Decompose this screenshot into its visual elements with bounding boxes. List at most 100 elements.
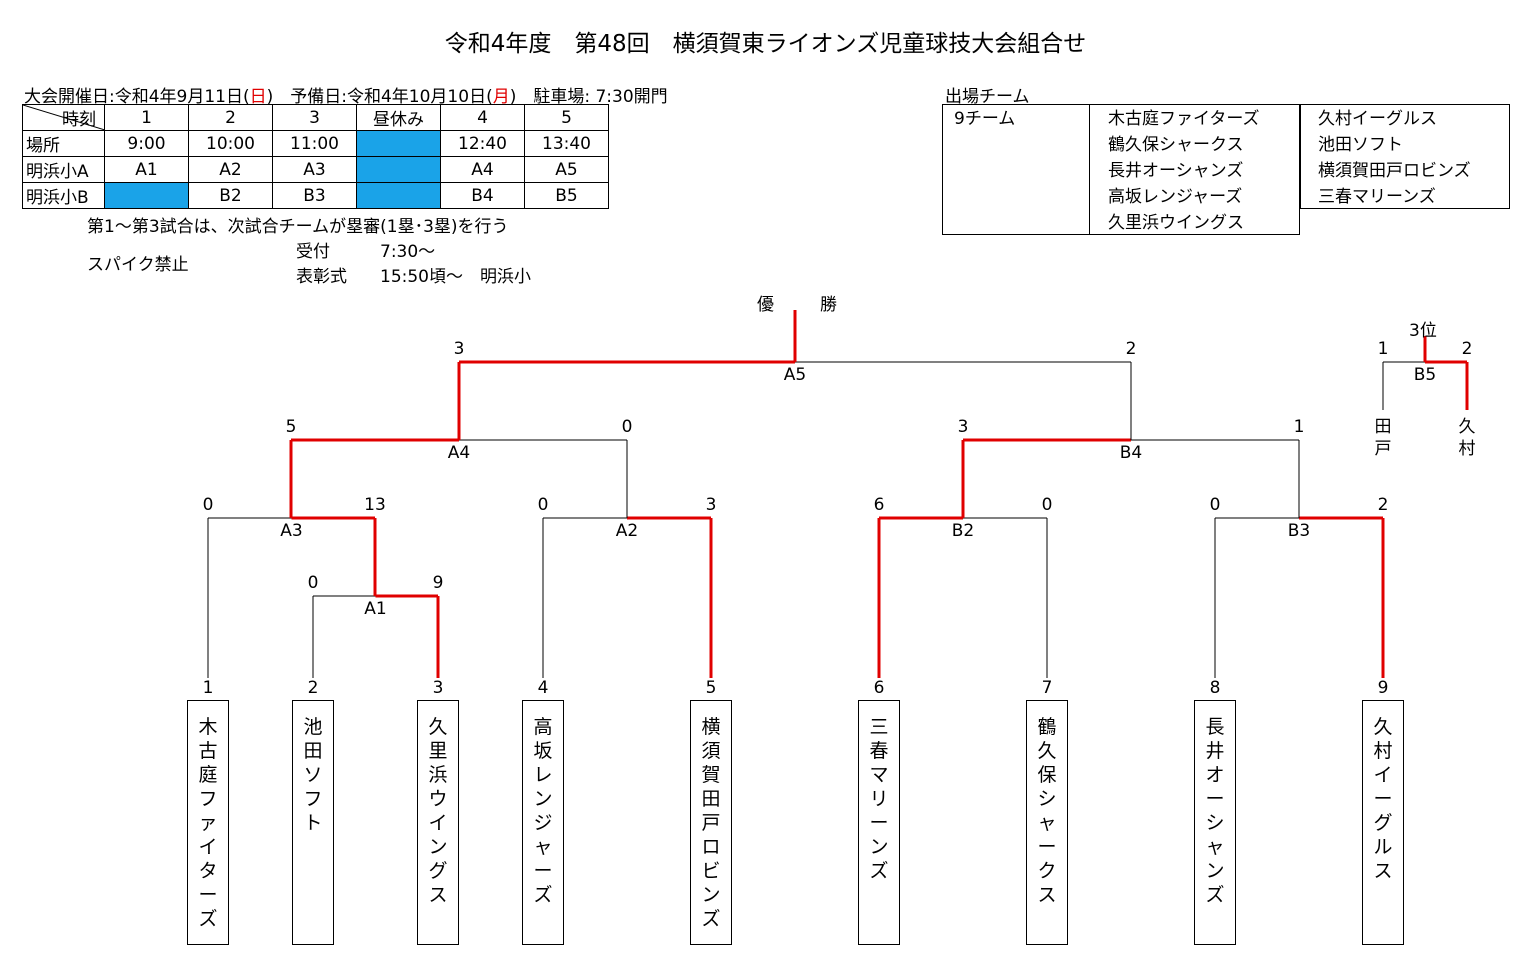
slot-number: 2	[307, 678, 319, 698]
game-label-a4: A4	[447, 443, 471, 463]
team-name-char: ソ	[303, 764, 323, 786]
team-slot: 鶴久保シャークス	[1026, 700, 1068, 945]
team-name-char: 長	[1205, 716, 1225, 738]
date-suffix: ) 予備日:令和4年10月10日(	[266, 87, 493, 107]
umpire-note: 第1〜第3試合は、次試合チームが塁審(1塁･3塁)を行う	[87, 217, 509, 237]
champion-label-left: 優	[757, 295, 774, 315]
score-right-a2: 3	[705, 495, 717, 515]
team-name-char: ー	[198, 884, 218, 906]
game-cell: A2	[188, 156, 273, 183]
team-name-char: ズ	[533, 884, 553, 906]
game-label-b4: B4	[1119, 443, 1143, 463]
team-entry: 横須賀田戸ロビンズ	[1318, 161, 1471, 181]
time-label: 時刻	[62, 110, 96, 130]
lunch-cell	[356, 130, 441, 157]
team-entry: 木古庭ファイターズ	[1108, 109, 1260, 129]
schedule-table: 時刻 1 2 3 昼休み 4 5 場所 9:00 10:00 11:00 12:…	[22, 104, 609, 209]
team-name-char: ズ	[869, 860, 889, 882]
game-label-b3: B3	[1287, 521, 1311, 541]
venue-label: 明浜小B	[22, 182, 105, 209]
game-label-a3: A3	[280, 521, 303, 541]
game-label-a2: A2	[615, 521, 639, 541]
score-right-a3: 13	[364, 495, 386, 515]
team-name-char: リ	[869, 788, 889, 810]
team-name-char: ン	[701, 884, 721, 906]
page-title: 令和4年度 第48回 横須賀東ライオンズ児童球技大会組合せ	[444, 31, 1087, 57]
score-left-b5: 1	[1377, 339, 1389, 359]
team-slot: 木古庭ファイターズ	[187, 700, 229, 945]
team-name-char: 高	[533, 716, 553, 738]
reserve-suffix: ) 駐車場: 7:30開門	[509, 87, 668, 107]
teams-divider	[1089, 104, 1090, 235]
team-name-char: ビ	[701, 860, 721, 882]
team-slot: 長井オーシャンズ	[1194, 700, 1236, 945]
spike-note: スパイク禁止	[87, 255, 189, 275]
reserve-day: 月	[492, 87, 510, 107]
team-name-char: 田	[701, 788, 721, 810]
team-name-char: ズ	[701, 908, 721, 930]
score-left-a3: 0	[202, 495, 214, 515]
team-name-char: フ	[303, 788, 323, 810]
ceremony-label: 表彰式	[296, 267, 347, 287]
team-slot: 久里浜ウイングス	[417, 700, 459, 945]
place-label: 場所	[22, 130, 105, 157]
game-cell: B2	[188, 182, 273, 209]
team-name-char: シ	[1037, 788, 1057, 810]
team-name-char: ズ	[1205, 884, 1225, 906]
team-entry: 久村イーグルス	[1318, 109, 1437, 129]
team-name-char: イ	[198, 836, 218, 858]
team-name-char: ン	[428, 836, 448, 858]
vertical-char: 田	[1374, 417, 1392, 437]
team-name-char: ァ	[198, 812, 218, 834]
score-left-a2: 0	[537, 495, 549, 515]
team-name-char: 里	[428, 740, 448, 762]
team-name-char: 木	[198, 716, 218, 738]
time-cell: 9:00	[104, 130, 189, 157]
period-cell: 1	[104, 104, 189, 131]
team-name-char: 三	[869, 716, 889, 738]
game-label-b2: B2	[951, 521, 975, 541]
team-name-char: ス	[1037, 884, 1057, 906]
third-place-label: 3位	[1409, 321, 1437, 341]
team-name-char: ャ	[1037, 812, 1057, 834]
team-slot: 横須賀田戸ロビンズ	[690, 700, 732, 945]
team-name-char: レ	[533, 764, 553, 786]
team-name-char: ー	[1037, 836, 1057, 858]
game-cell: B4	[440, 182, 525, 209]
team-name-char: ー	[1373, 788, 1393, 810]
time-cell: 11:00	[272, 130, 357, 157]
ceremony-time: 15:50頃〜 明浜小	[380, 267, 531, 287]
slot-number: 9	[1377, 678, 1389, 698]
slot-number: 8	[1209, 678, 1221, 698]
team-name-char: ン	[869, 836, 889, 858]
team-name-char: ー	[869, 812, 889, 834]
date-prefix: 大会開催日:令和4年9月11日(	[24, 87, 250, 107]
team-list-1: 木古庭ファイターズ 鶴久保シャークス 長井オーシャンズ 高坂レンジャーズ 久里浜…	[1108, 106, 1259, 236]
team-name-char: ャ	[533, 836, 553, 858]
time-cell: 13:40	[524, 130, 609, 157]
team-name-char: 池	[303, 716, 323, 738]
game-cell: B3	[272, 182, 357, 209]
team-name-char: イ	[1373, 764, 1393, 786]
team-slot: 久村イーグルス	[1362, 700, 1404, 945]
schedule-time-row: 場所 9:00 10:00 11:00 12:40 13:40	[22, 130, 609, 157]
team-name-char: 春	[869, 740, 889, 762]
lunch-cell	[356, 156, 441, 183]
empty-cell	[104, 182, 189, 209]
team-name-char: ジ	[533, 812, 553, 834]
team-name-char: オ	[1205, 764, 1225, 786]
team-name-char: イ	[428, 812, 448, 834]
game-label-a5: A5	[783, 365, 807, 385]
event-day: 日	[249, 87, 267, 107]
lunch-cell	[356, 182, 441, 209]
slot-number: 4	[537, 678, 549, 698]
period-cell: 5	[524, 104, 609, 131]
score-right-b4: 1	[1293, 417, 1305, 437]
third-place-team-left: 田戸	[1371, 416, 1395, 460]
team-name-char: ー	[533, 860, 553, 882]
slot-number: 3	[432, 678, 444, 698]
team-name-char: 久	[428, 716, 448, 738]
team-entry: 久里浜ウイングス	[1108, 213, 1244, 233]
champion-label-right: 勝	[820, 295, 837, 315]
